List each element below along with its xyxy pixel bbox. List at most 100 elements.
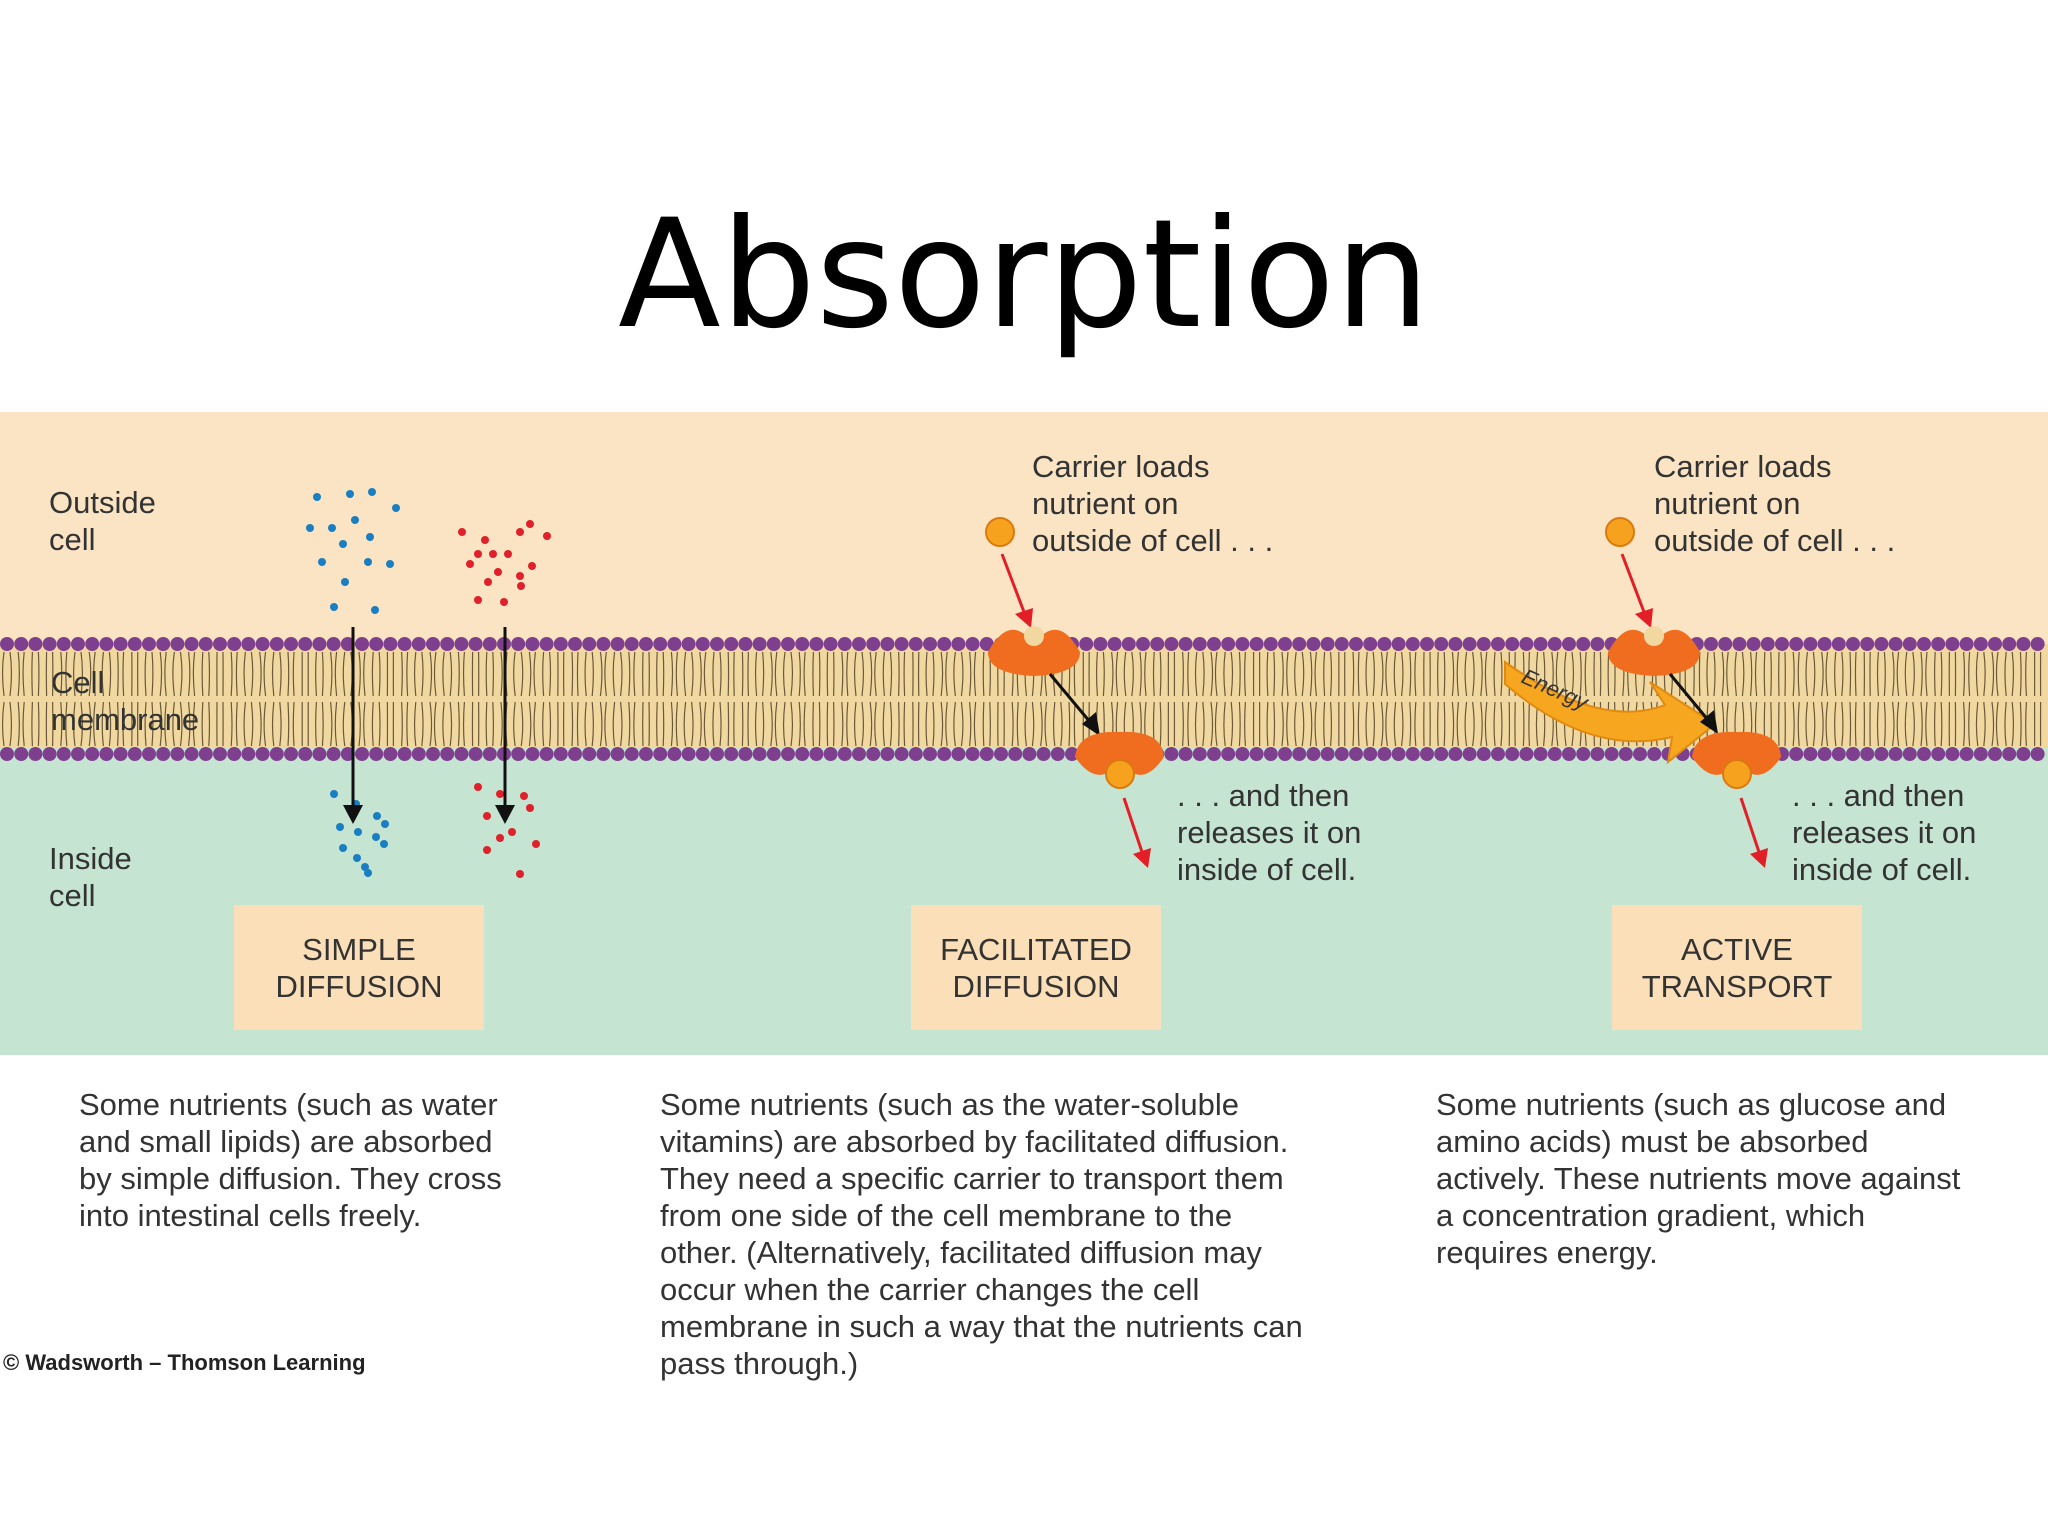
lipid-tail bbox=[1323, 701, 1326, 747]
lipid-tail bbox=[1214, 701, 1218, 747]
release-arrowhead bbox=[1750, 848, 1768, 868]
lipid-tail bbox=[762, 651, 765, 697]
energy-arrow bbox=[1504, 660, 1717, 765]
carrier-protein-outer bbox=[988, 629, 1080, 676]
lipid-tail bbox=[1456, 651, 1459, 697]
box-line: DIFFUSION bbox=[275, 968, 443, 1004]
phospholipid-head bbox=[1917, 637, 1931, 651]
phospholipid-head bbox=[1462, 637, 1477, 651]
lipid-tail bbox=[371, 701, 374, 747]
lipid-tail bbox=[1131, 651, 1134, 697]
phospholipid-head bbox=[752, 747, 767, 761]
membrane-illustration: Energy bbox=[0, 412, 2048, 1055]
lipid-tail bbox=[683, 701, 687, 747]
phospholipid-head bbox=[113, 747, 128, 761]
active-transport-box: ACTIVE TRANSPORT bbox=[1612, 905, 1862, 1030]
lipid-tail bbox=[1821, 701, 1824, 747]
lipid-tail bbox=[869, 651, 873, 697]
lipid-molecule bbox=[528, 562, 536, 570]
lipid-tail bbox=[60, 701, 63, 747]
lipid-tail bbox=[940, 701, 944, 747]
lipid-molecule bbox=[483, 812, 491, 820]
water-molecule bbox=[353, 854, 361, 862]
lipid-tail bbox=[1210, 651, 1214, 697]
phospholipid-head bbox=[1235, 637, 1250, 651]
lipid-tail bbox=[1330, 651, 1333, 697]
lipid-tail bbox=[853, 701, 857, 747]
lipid-tail bbox=[620, 701, 623, 747]
lipid-tail bbox=[101, 701, 104, 747]
load-arrow bbox=[1620, 553, 1646, 613]
lipid-tail bbox=[925, 651, 928, 697]
lipid-tail bbox=[520, 651, 524, 697]
water-molecule bbox=[336, 823, 344, 831]
lipid-tail bbox=[1273, 701, 1276, 747]
lipid-tail bbox=[1968, 651, 1971, 697]
phospholipid-head bbox=[525, 747, 540, 761]
outside-cell-line: cell bbox=[49, 522, 96, 557]
lipid-tail bbox=[1414, 701, 1417, 747]
carrier-protein-outer bbox=[1608, 629, 1700, 676]
load-arrowhead bbox=[1635, 608, 1653, 628]
lipid-tail bbox=[17, 701, 20, 747]
lipid-tail bbox=[1385, 701, 1388, 747]
box-line: DIFFUSION bbox=[952, 968, 1120, 1004]
description-line: pass through.) bbox=[660, 1346, 859, 1381]
lipid-tail bbox=[179, 651, 183, 697]
phospholipid-head bbox=[1945, 747, 1960, 761]
lipid-tail bbox=[1202, 651, 1205, 697]
lipid-tail bbox=[2011, 701, 2015, 747]
phospholipid-head bbox=[795, 637, 810, 651]
phospholipid-head bbox=[198, 747, 213, 761]
lipid-tail bbox=[1995, 651, 1999, 697]
lipid-tail bbox=[1187, 651, 1190, 697]
lipid-tail bbox=[159, 651, 163, 697]
phospholipid-head bbox=[937, 637, 952, 651]
phospholipid-head bbox=[85, 747, 100, 761]
lipid-tail bbox=[1437, 651, 1439, 697]
lipid-tail bbox=[1726, 651, 1729, 697]
lipid-tail bbox=[1841, 701, 1844, 747]
lipid-molecule bbox=[532, 840, 540, 848]
lipid-tail bbox=[144, 651, 147, 697]
label-line: outside of cell . . . bbox=[1032, 523, 1274, 558]
lipid-tail bbox=[292, 701, 295, 747]
lipid-tail bbox=[604, 701, 607, 747]
description-line: Some nutrients (such as the water-solubl… bbox=[660, 1087, 1239, 1122]
lipid-molecule bbox=[466, 560, 474, 568]
description-line: amino acids) must be absorbed bbox=[1436, 1124, 1869, 1159]
releases-label-active: . . . and then releases it on inside of … bbox=[1792, 777, 1976, 888]
phospholipid-head bbox=[1959, 637, 1974, 651]
lipid-tail bbox=[620, 651, 623, 697]
lipid-tail bbox=[279, 651, 282, 697]
phospholipid-head bbox=[1192, 747, 1207, 761]
lipid-tail bbox=[1741, 651, 1745, 697]
lipid-tail bbox=[243, 701, 246, 747]
phospholipid-head bbox=[624, 637, 639, 651]
lipid-tail bbox=[1286, 701, 1289, 747]
nutrient-released bbox=[1722, 759, 1752, 789]
nutrient-molecules bbox=[306, 488, 551, 878]
phospholipid-head bbox=[440, 637, 455, 651]
lipid-tail bbox=[903, 701, 906, 747]
phospholipid-head bbox=[880, 747, 895, 761]
lipid-tail bbox=[151, 651, 154, 697]
lipid-tail bbox=[1294, 701, 1297, 747]
phospholipid-head bbox=[1136, 637, 1150, 651]
phospholipid-head bbox=[937, 747, 952, 761]
load-arrowhead bbox=[1015, 608, 1033, 628]
lipid-tail bbox=[1309, 701, 1313, 747]
lipid-tail bbox=[882, 651, 885, 697]
phospholipid-head bbox=[1491, 637, 1505, 651]
phospholipid-head bbox=[511, 637, 526, 651]
phospholipid-head bbox=[1917, 747, 1931, 761]
carrier-notch bbox=[1644, 626, 1664, 646]
phospholipid-head bbox=[1562, 747, 1576, 761]
lipid-tail bbox=[528, 701, 532, 747]
phospholipid-head bbox=[127, 637, 142, 651]
phospholipid-head bbox=[667, 747, 682, 761]
lipid-tails bbox=[1, 651, 2042, 747]
outside-cell-line: Outside bbox=[49, 485, 156, 520]
lipid-tail bbox=[188, 701, 191, 747]
lipid-tail bbox=[192, 651, 196, 697]
